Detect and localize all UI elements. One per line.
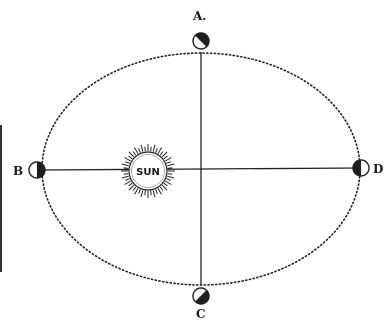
sun-ray — [135, 148, 139, 154]
sun-ray — [164, 156, 168, 159]
label-c: C — [196, 307, 206, 320]
sun-ray — [139, 189, 141, 193]
sun-ray — [125, 181, 131, 185]
sun-ray — [160, 152, 163, 156]
sun-ray — [129, 156, 133, 159]
sun-ray — [156, 189, 158, 193]
sun-ray — [156, 148, 158, 152]
label-b: B — [13, 164, 23, 178]
sun-ray — [168, 168, 172, 169]
sun-label: SUN — [136, 167, 160, 178]
sun-ray — [129, 183, 133, 186]
sun-ray — [122, 176, 129, 178]
sun: SUN — [121, 144, 175, 198]
sun-ray — [129, 185, 134, 190]
sun-ray — [162, 152, 167, 157]
sun-ray — [165, 158, 171, 162]
sun-ray — [133, 152, 136, 156]
sun-ray — [158, 188, 162, 194]
sun-ray — [167, 176, 174, 178]
sun-ray — [158, 148, 162, 154]
sun-ray — [153, 145, 155, 152]
sun-ray — [139, 148, 141, 152]
sun-ray — [124, 174, 128, 175]
planet-b — [29, 162, 45, 178]
sun-ray — [151, 147, 152, 151]
sun-ray — [160, 187, 163, 191]
sun-ray — [133, 187, 136, 191]
sun-ray — [151, 191, 152, 195]
label-d: D — [373, 162, 383, 176]
sun-ray — [122, 164, 129, 166]
sun-ray — [165, 181, 171, 185]
sun-ray — [125, 162, 129, 164]
sun-ray — [125, 158, 131, 162]
sun-ray — [125, 179, 129, 181]
sun-ray — [141, 190, 143, 197]
sun-ray — [166, 162, 170, 164]
sun-ray — [141, 145, 143, 152]
sun-ray — [124, 168, 128, 169]
planet-a — [193, 33, 209, 49]
sun-ray — [164, 183, 168, 186]
planet-d — [353, 160, 369, 176]
sun-ray — [129, 152, 134, 157]
sun-ray — [135, 188, 139, 194]
sun-ray — [153, 190, 155, 197]
sun-ray — [145, 191, 146, 195]
sun-ray — [167, 164, 174, 166]
label-a: A. — [192, 9, 207, 23]
sun-ray — [166, 179, 170, 181]
sun-ray — [168, 174, 172, 175]
sun-ray — [162, 185, 167, 190]
planet-c — [193, 288, 209, 304]
sun-ray — [145, 147, 146, 151]
